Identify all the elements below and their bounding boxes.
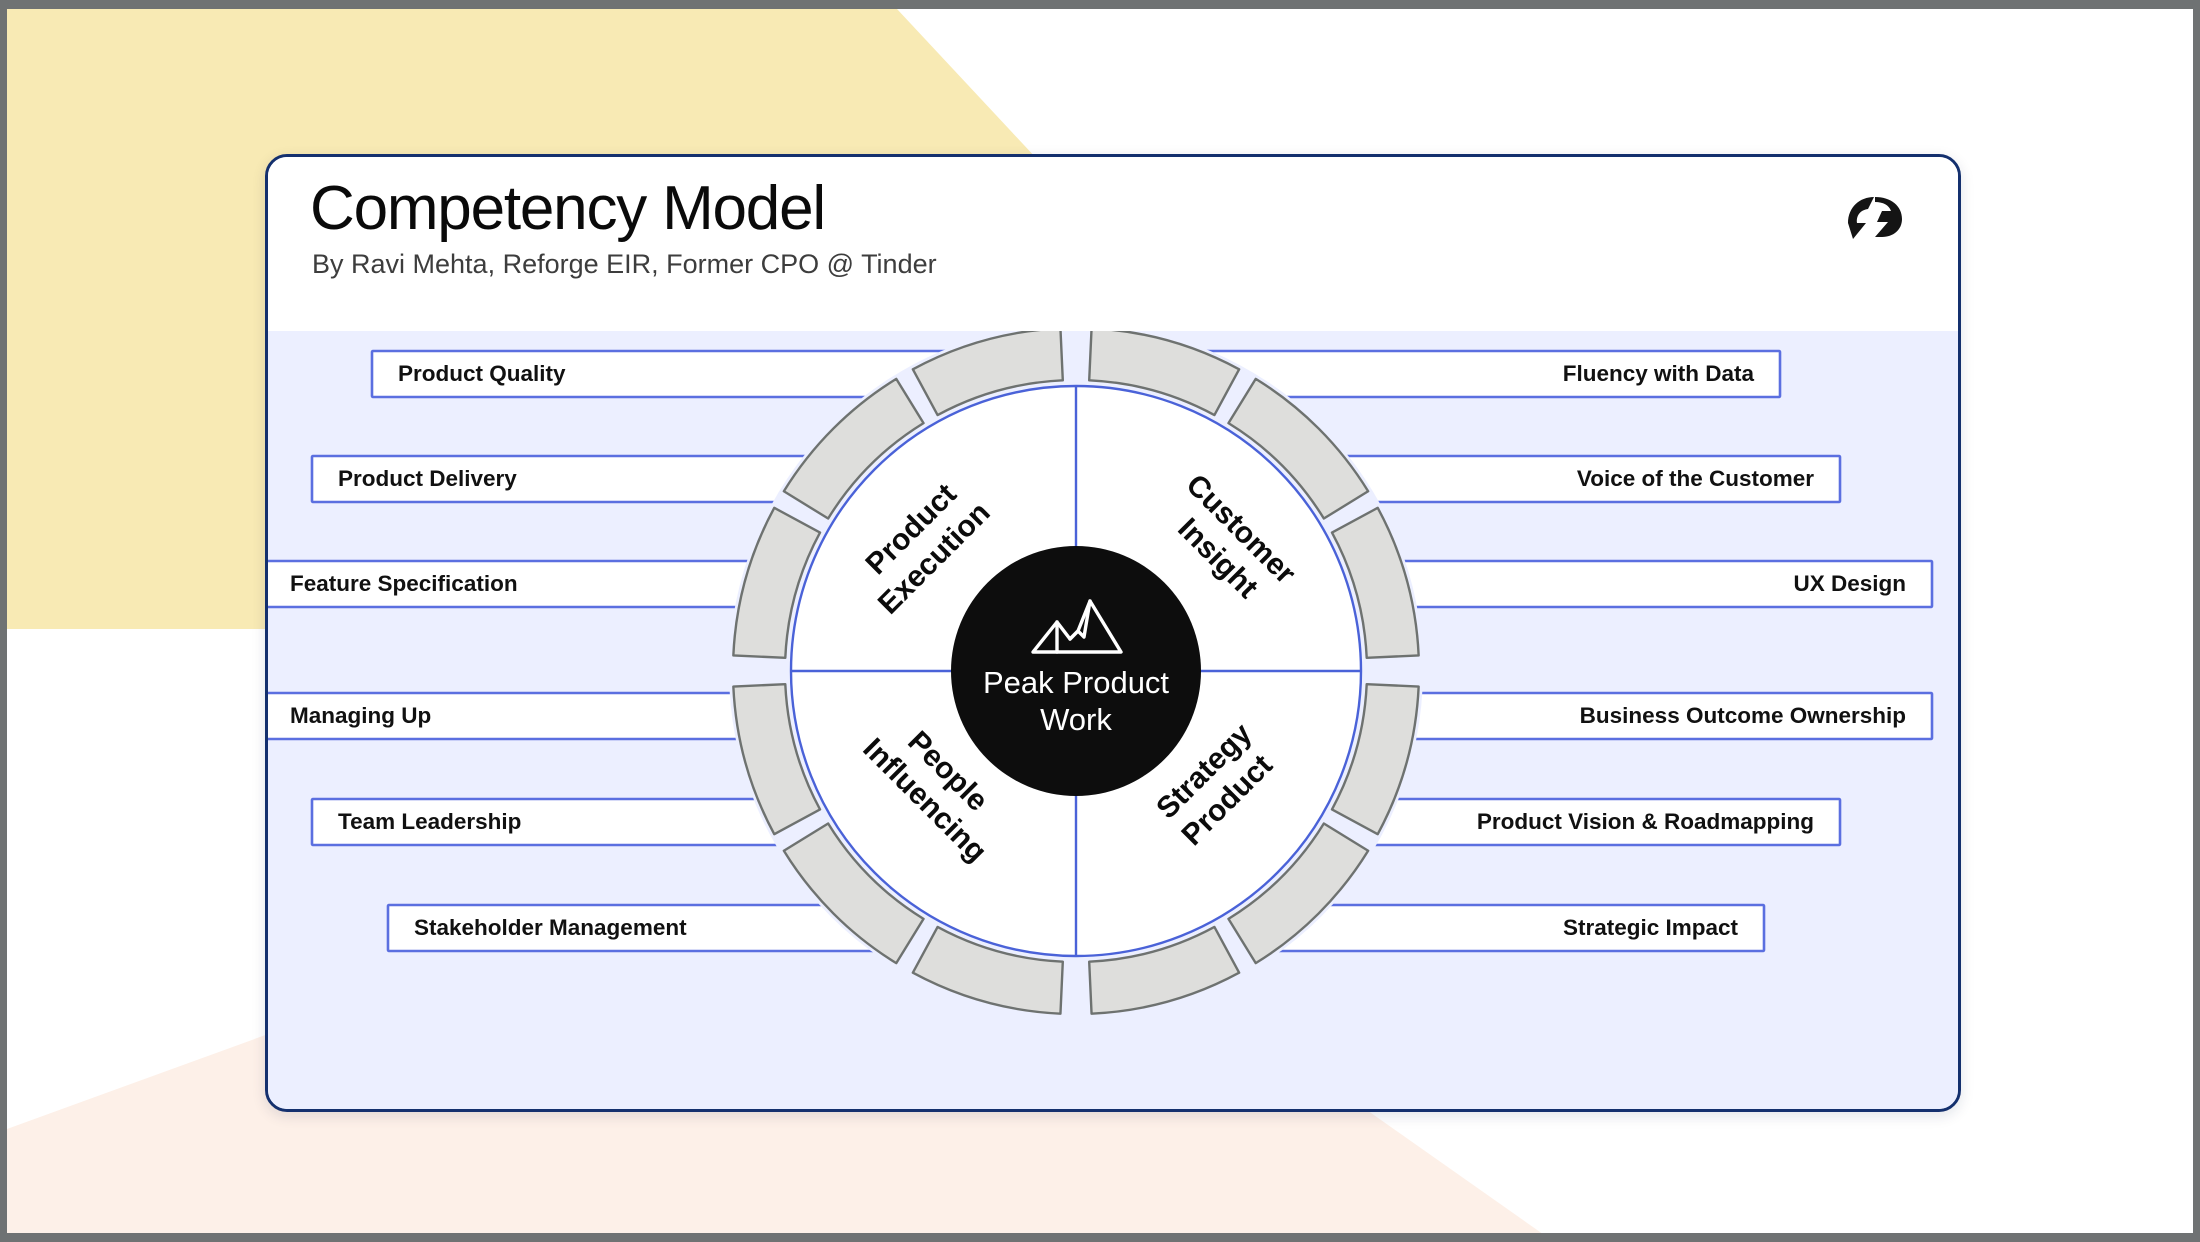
- ring-segment[interactable]: [732, 683, 822, 836]
- label-text-business-outcome-ownership: Business Outcome Ownership: [1580, 703, 1906, 728]
- card-header: Competency Model By Ravi Mehta, Reforge …: [268, 157, 1958, 331]
- ring-segment[interactable]: [1330, 506, 1420, 659]
- ring-segment[interactable]: [1227, 822, 1370, 965]
- outer-ring-segments: [732, 331, 1420, 1015]
- diagram-panel: Product Quality Product Delivery Feature…: [268, 331, 1958, 1109]
- competency-model-card: Competency Model By Ravi Mehta, Reforge …: [265, 154, 1961, 1112]
- label-text-ux-design: UX Design: [1793, 571, 1906, 596]
- core-label-line1: Peak Product: [983, 665, 1169, 700]
- ring-segment[interactable]: [1088, 925, 1241, 1015]
- label-text-product-quality: Product Quality: [398, 361, 566, 386]
- label-text-stakeholder-management: Stakeholder Management: [414, 915, 687, 940]
- page-subtitle: By Ravi Mehta, Reforge EIR, Former CPO @…: [312, 249, 937, 279]
- ring-segment[interactable]: [782, 377, 925, 520]
- ring-segment[interactable]: [782, 822, 925, 965]
- competency-wheel-svg: Product Quality Product Delivery Feature…: [268, 331, 1934, 1018]
- label-text-team-leadership: Team Leadership: [338, 809, 521, 834]
- mountain-peak-icon: [1031, 599, 1123, 654]
- ring-segment[interactable]: [1330, 683, 1420, 836]
- label-text-product-delivery: Product Delivery: [338, 466, 517, 491]
- label-text-fluency-with-data: Fluency with Data: [1563, 361, 1755, 386]
- label-text-voice-of-the-customer: Voice of the Customer: [1577, 466, 1814, 491]
- ring-segment[interactable]: [732, 506, 822, 659]
- core-label-line2: Work: [1040, 702, 1112, 737]
- label-text-strategic-impact: Strategic Impact: [1563, 915, 1739, 940]
- label-text-feature-specification: Feature Specification: [290, 571, 518, 596]
- ring-segment[interactable]: [1088, 331, 1241, 417]
- core-disc: [951, 546, 1201, 796]
- core-circle[interactable]: Peak Product Work: [951, 546, 1201, 796]
- label-text-product-vision-roadmapping: Product Vision & Roadmapping: [1477, 809, 1814, 834]
- ring-segment[interactable]: [911, 331, 1064, 417]
- label-text-managing-up: Managing Up: [290, 703, 431, 728]
- ring-segment[interactable]: [911, 925, 1064, 1015]
- page-title: Competency Model: [310, 174, 826, 243]
- reforge-logo-icon: [1844, 189, 1910, 247]
- ring-segment[interactable]: [1227, 377, 1370, 520]
- reforge-logo-svg: [1848, 197, 1902, 239]
